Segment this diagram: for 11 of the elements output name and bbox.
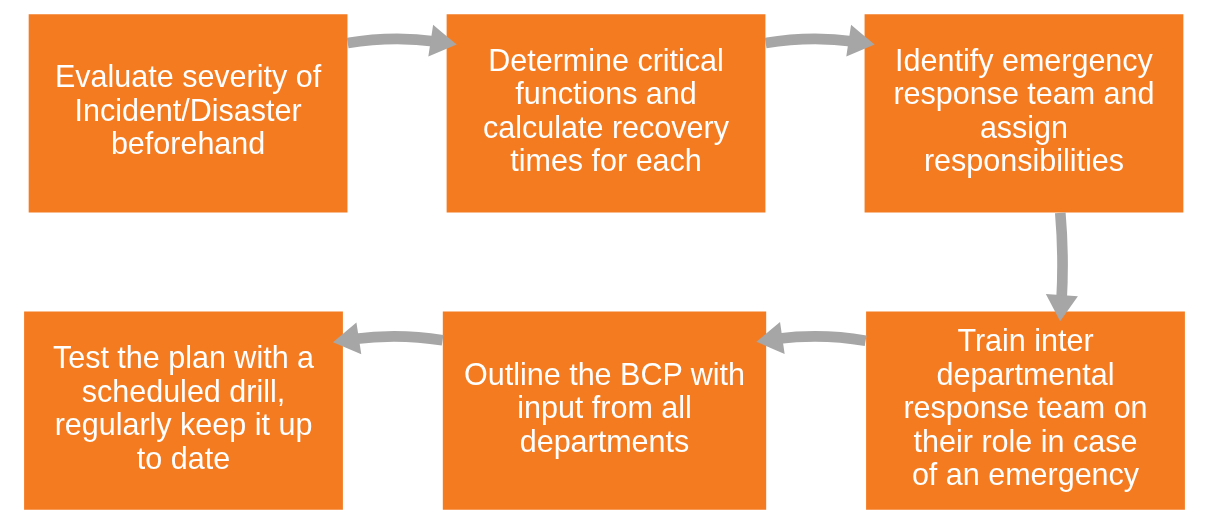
node-box: Outline the BCP with input from all departments: [442, 311, 766, 510]
arrow: [764, 24, 875, 57]
node-box: Train inter departmental response team on their role in case of an emergency: [865, 311, 1185, 510]
node-box: Determine critical functions and calculate recovery times for each: [446, 14, 765, 213]
node-box: Identify emergency response team and assign responsibilities: [864, 14, 1183, 213]
arrow: [755, 322, 866, 354]
arrow: [1045, 212, 1078, 322]
node-box: Test the plan with a scheduled drill, regularly keep it up to date: [23, 311, 343, 510]
arrow: [346, 24, 457, 57]
node-box: Evaluate severity of Incident/Disaster beforehand: [28, 14, 347, 213]
arrow: [332, 322, 443, 355]
